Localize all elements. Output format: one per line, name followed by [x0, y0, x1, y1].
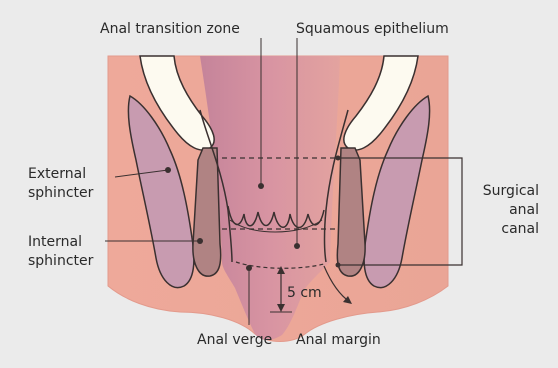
dot-squamous [294, 243, 300, 249]
label-internal-sphincter-1: Internal [28, 234, 82, 250]
dot-external [165, 167, 171, 173]
label-anal-transition-zone: Anal transition zone [100, 21, 240, 37]
dot-anal-verge [246, 265, 252, 271]
label-anal-verge: Anal verge [197, 332, 272, 348]
label-external-sphincter-2: sphincter [28, 185, 94, 201]
label-anal-margin: Anal margin [296, 332, 381, 348]
label-external-sphincter-1: External [28, 166, 86, 182]
label-distance: 5 cm [287, 285, 322, 301]
left-internal-sphincter [193, 148, 221, 276]
label-surgical-3: canal [501, 221, 539, 237]
dot-right-upper [336, 156, 341, 161]
dot-right-lower [336, 263, 341, 268]
dot-internal [197, 238, 203, 244]
label-surgical-1: Surgical [483, 183, 539, 199]
right-internal-sphincter [337, 148, 365, 276]
dot-transition-zone [258, 183, 264, 189]
label-squamous-epithelium: Squamous epithelium [296, 21, 449, 37]
label-surgical-2: anal [509, 202, 539, 218]
label-internal-sphincter-2: sphincter [28, 253, 94, 269]
